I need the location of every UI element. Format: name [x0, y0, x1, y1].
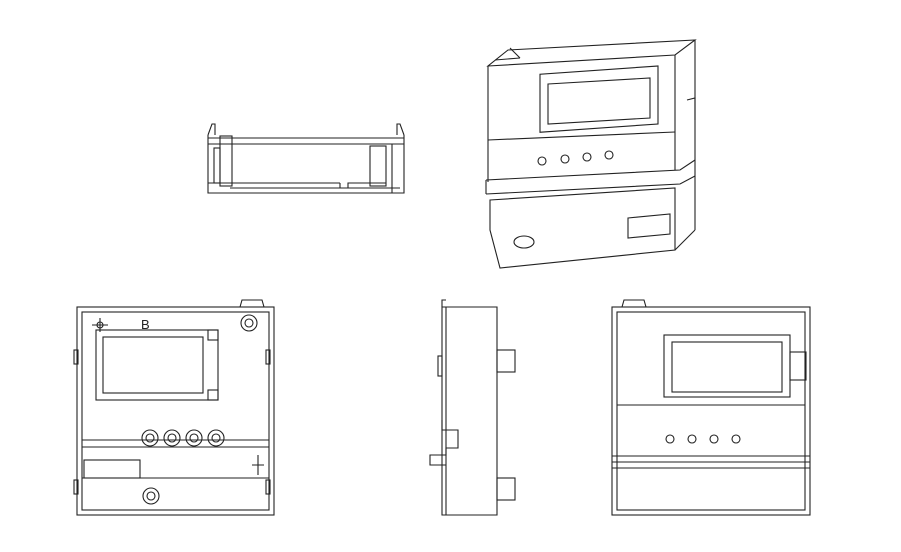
indicator-leds	[141, 429, 225, 447]
isometric-view	[485, 39, 697, 269]
front-view-internal: B	[73, 299, 275, 516]
front-view	[611, 299, 811, 516]
side-view	[429, 299, 516, 516]
front-marker-label: B	[141, 317, 150, 332]
top-side-view	[207, 123, 405, 194]
